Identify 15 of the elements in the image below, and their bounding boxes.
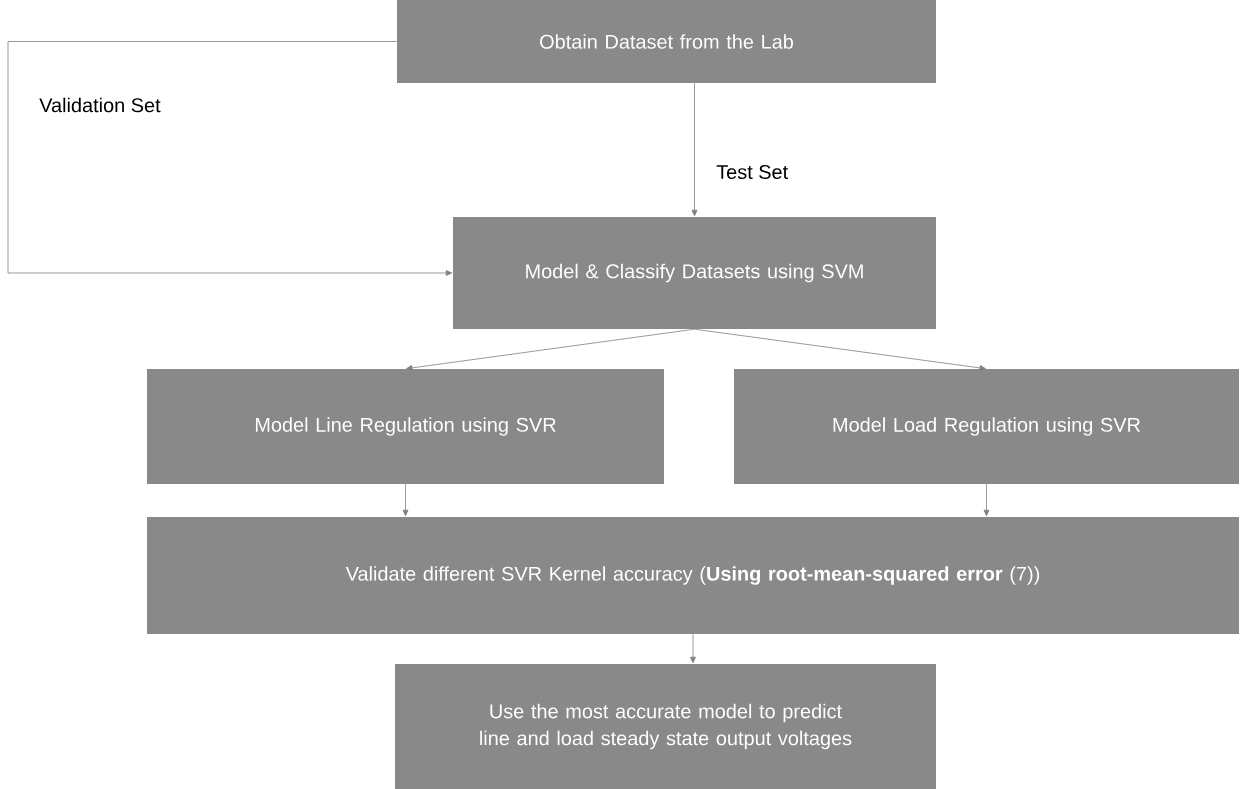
process-box: Model Line Regulation using SVR bbox=[147, 369, 664, 484]
arrow bbox=[983, 483, 990, 517]
arrow bbox=[7, 41, 453, 276]
edge-label: Test Set bbox=[714, 162, 791, 182]
arrow bbox=[690, 633, 696, 664]
arrow bbox=[406, 328, 695, 371]
process-box: Obtain Dataset from the Lab bbox=[397, 0, 936, 83]
arrow bbox=[694, 328, 986, 371]
process-box: Model Load Regulation using SVR bbox=[734, 369, 1239, 484]
process-box: Validate different SVR Kernel accuracy (Using root-mean-squared error (7)) bbox=[147, 517, 1239, 634]
process-box: Model & Classify Datasets using SVM bbox=[453, 217, 936, 329]
process-box: Use the most accurate model to predict line and load steady state output voltages bbox=[395, 664, 936, 789]
arrow bbox=[691, 82, 698, 217]
arrow bbox=[402, 483, 409, 517]
edge-label: Validation Set bbox=[37, 95, 163, 115]
